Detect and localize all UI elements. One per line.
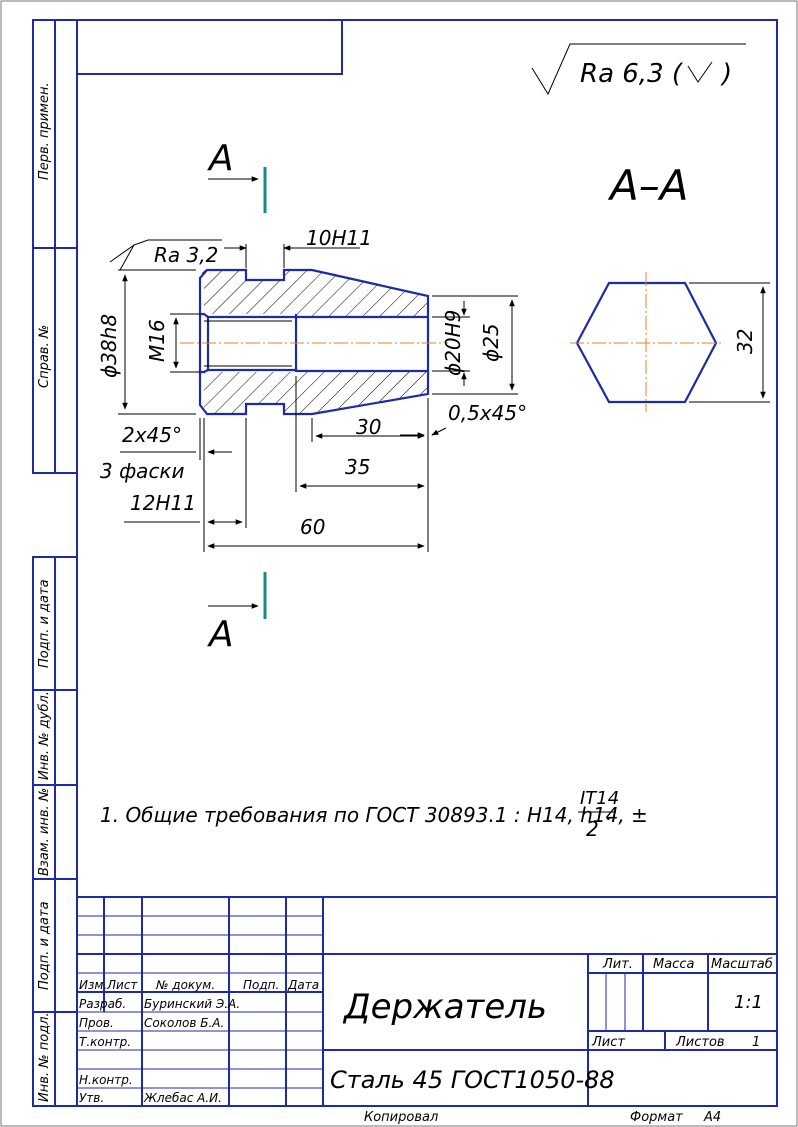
section-cut-bottom: А bbox=[207, 572, 267, 655]
prov-label: Пров. bbox=[79, 1016, 114, 1030]
utv-name: Жлебас А.И. bbox=[143, 1091, 222, 1105]
format-label: Формат bbox=[630, 1110, 683, 1125]
podp-data-label-2: Подп. и дата bbox=[37, 901, 52, 990]
left-strip-bottom: Подп. и дата Инв. № дубл. Взам. инв. № П… bbox=[32, 556, 78, 1107]
sprav-no-label: Справ. № bbox=[37, 325, 52, 388]
masshtab-label: Масштаб bbox=[711, 957, 773, 972]
hdr-izm: Изм. bbox=[79, 978, 107, 992]
hdr-list: Лист bbox=[106, 978, 138, 992]
format-value: А4 bbox=[703, 1110, 721, 1125]
hdr-podp: Подп. bbox=[243, 978, 279, 992]
groove-width-text: 10Н11 bbox=[306, 226, 372, 250]
lit-label: Лит. bbox=[602, 957, 633, 972]
note-fraction-numerator: IT14 bbox=[580, 788, 619, 809]
cut-letter-bottom: А bbox=[207, 614, 234, 655]
razrab-name: Буринский Э.А. bbox=[144, 997, 240, 1011]
perv-primen-label: Перв. примен. bbox=[37, 82, 52, 180]
cone-diameter-text: ϕ25 bbox=[479, 323, 503, 362]
section-cut-top: А bbox=[207, 138, 267, 213]
prov-name: Соколов Б.А. bbox=[144, 1016, 224, 1030]
podp-data-label-1: Подп. и дата bbox=[37, 579, 52, 668]
note-end: . bbox=[606, 801, 612, 825]
left-strip-top: Перв. примен. Справ. № bbox=[32, 19, 78, 474]
general-roughness-sign: Ra 6,3 ( ) bbox=[531, 43, 746, 96]
outer-diameter-text: ϕ38h8 bbox=[97, 314, 121, 378]
tkontr-label: Т.контр. bbox=[79, 1035, 131, 1049]
bore-diameter-text: ϕ20Н9 bbox=[441, 310, 465, 376]
razrab-label: Разраб. bbox=[79, 997, 126, 1011]
chamfer-count-text: 3 фаски bbox=[100, 459, 185, 483]
local-roughness-text: Ra 3,2 bbox=[154, 243, 218, 267]
vzam-inv-label: Взам. инв. № bbox=[37, 788, 52, 876]
small-chamfer-text: 0,5x45° bbox=[448, 401, 527, 425]
dim-60-text: 60 bbox=[300, 515, 325, 539]
groove-position-text: 12Н11 bbox=[130, 491, 196, 515]
part-main-view bbox=[180, 268, 448, 416]
section-view-label: А–А bbox=[607, 161, 688, 210]
note-text: 1. Общие требования по ГОСТ 30893.1 : Н1… bbox=[100, 803, 648, 827]
massa-label: Масса bbox=[653, 957, 694, 972]
list-label: Лист bbox=[591, 1035, 625, 1050]
hdr-docum: № докум. bbox=[155, 978, 215, 992]
dim-35-text: 35 bbox=[345, 455, 370, 479]
hexagon-section-view: 32 bbox=[570, 272, 770, 412]
technical-note: 1. Общие требования по ГОСТ 30893.1 : Н1… bbox=[100, 788, 648, 841]
nkontr-label: Н.контр. bbox=[79, 1073, 133, 1087]
hdr-data: Дата bbox=[287, 978, 319, 992]
chamfer-text: 2x45° bbox=[122, 423, 182, 447]
kopiroval-label: Копировал bbox=[364, 1110, 438, 1125]
inv-dubl-label: Инв. № дубл. bbox=[37, 691, 52, 780]
cut-letter-top: А bbox=[207, 138, 234, 179]
utv-label: Утв. bbox=[79, 1091, 104, 1105]
note-fraction-denominator: 2 bbox=[586, 817, 599, 841]
inv-podl-label: Инв. № подл. bbox=[37, 1012, 52, 1102]
title-block: Изм. Лист № докум. Подп. Дата Разраб. Бу… bbox=[77, 896, 777, 1106]
thread-text: М16 bbox=[145, 319, 169, 362]
across-flats-text: 32 bbox=[733, 329, 757, 354]
general-roughness-close: ) bbox=[720, 59, 732, 89]
main-view-dimensions: Ra 3,2 10Н11 ϕ38h8 М16 ϕ20Н9 ϕ25 0,5x45° bbox=[97, 226, 527, 552]
listov-value: 1 bbox=[752, 1035, 760, 1050]
part-name: Держатель bbox=[342, 987, 547, 1027]
general-roughness-text: Ra 6,3 ( bbox=[580, 59, 684, 89]
listov-label: Листов bbox=[675, 1035, 725, 1050]
scale-value: 1:1 bbox=[734, 992, 763, 1013]
material-spec: Сталь 45 ГОСТ1050-88 bbox=[330, 1066, 615, 1094]
dim-30-text: 30 bbox=[356, 415, 381, 439]
